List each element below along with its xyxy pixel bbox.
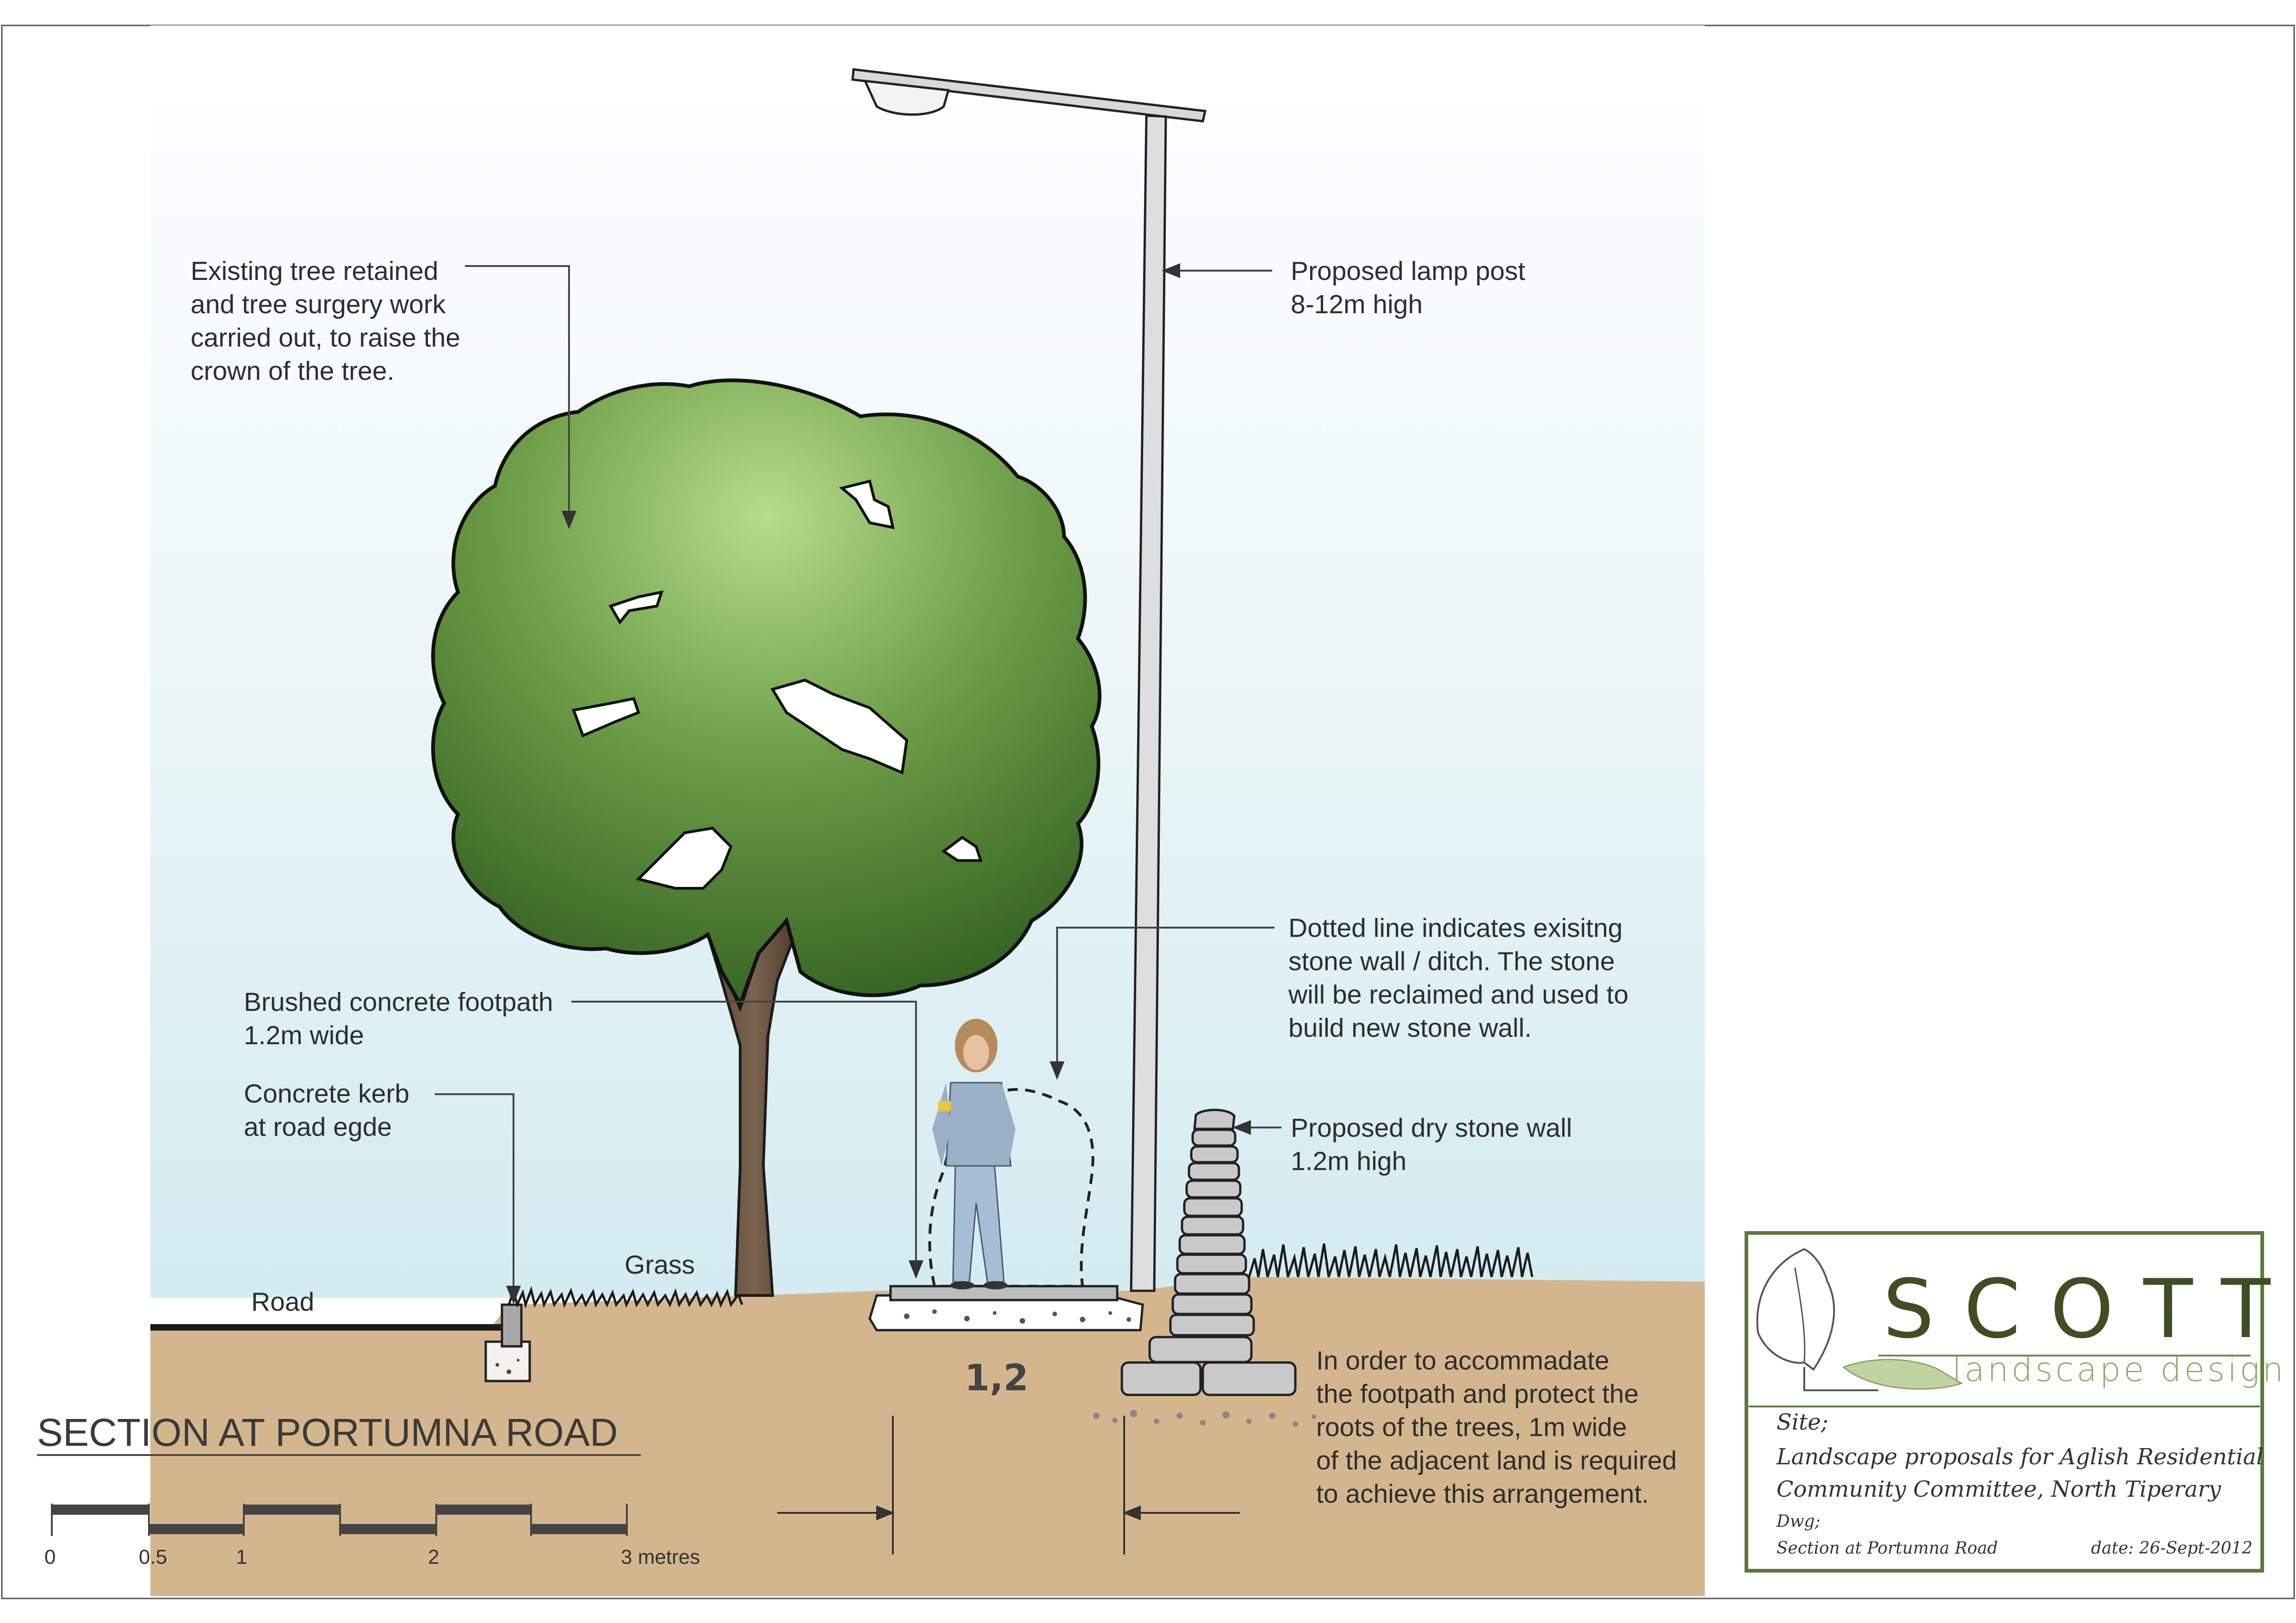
tree-crown-gaps: [571, 479, 983, 890]
stone-wall-annotation-line: Proposed dry stone wall: [1291, 1113, 1572, 1143]
person-figure: [932, 1019, 1015, 1289]
lamp-annotation-line: 8-12m high: [1291, 290, 1423, 319]
kerb-annotation-line: at road egde: [244, 1112, 392, 1142]
kerb-annotation-line: Concrete kerb: [244, 1079, 409, 1109]
annotation-leaders: [435, 263, 1281, 1304]
tree-crown: [431, 378, 1102, 1009]
scott-leaf-logo: [1756, 1248, 1963, 1391]
concrete-kerb: [484, 1303, 531, 1382]
grass-label: Grass: [625, 1250, 695, 1280]
land-annotation-line: roots of the trees, 1m wide: [1316, 1412, 1627, 1442]
dotted-line-annotation-line: Dotted line indicates exisitng: [1288, 913, 1622, 943]
concrete-footpath: [868, 1285, 1144, 1332]
land-annotation-line: In order to accommadate: [1316, 1346, 1609, 1375]
dwg-label: Dwg;: [1776, 1512, 1820, 1531]
logo-wordmark: SCOTT: [1883, 1263, 2296, 1357]
dry-stone-wall: [1120, 1109, 1297, 1396]
lamp-annotation-line: Proposed lamp post: [1291, 256, 1525, 286]
stone-wall-annotation-line: 1.2m high: [1291, 1146, 1406, 1176]
footpath-dimension: [777, 1416, 1240, 1555]
tree-annotation-line: and tree surgery work: [191, 290, 446, 319]
footpath-annotation: Brushed concrete footpath 1.2m wide: [244, 987, 560, 1050]
site-label: Site;: [1776, 1409, 1828, 1435]
lamp-annotation: Proposed lamp post 8-12m high: [1291, 256, 1533, 319]
stone-wall-annotation: Proposed dry stone wall 1.2m high: [1291, 1113, 1579, 1176]
road-label: Road: [251, 1287, 314, 1317]
ground: [150, 1277, 1705, 1596]
dotted-line-annotation-line: will be reclaimed and used to: [1288, 980, 1628, 1010]
dwg-value: Section at Portumna Road: [1776, 1539, 1998, 1558]
scale-bar: [51, 1504, 628, 1536]
tree-annotation-line: crown of the tree.: [191, 356, 394, 386]
scale-label-3-metres: 3 metres: [621, 1546, 700, 1568]
existing-wall-dotted-outline: [928, 1088, 1095, 1288]
land-annotation-line: the footpath and protect the: [1316, 1379, 1639, 1409]
land-annotation-line: to achieve this arrangement.: [1316, 1479, 1649, 1509]
dotted-line-annotation-line: stone wall / ditch. The stone: [1288, 947, 1615, 976]
lamp-post: [851, 68, 1207, 1292]
logo-tagline: landscape design: [1952, 1350, 2286, 1389]
land-annotation-line: of the adjacent land is required: [1316, 1446, 1677, 1475]
land-annotation: In order to accommadate the footpath and…: [1316, 1346, 1684, 1509]
dotted-line-annotation: Dotted line indicates exisitng stone wal…: [1288, 913, 1636, 1043]
footpath-annotation-line: 1.2m wide: [244, 1021, 364, 1050]
drawing-date: date: 26-Sept-2012: [2091, 1539, 2253, 1558]
section-title: SECTION AT PORTUMNA ROAD: [37, 1411, 618, 1454]
grass-strip: [507, 1243, 1534, 1309]
scale-label-0: 0: [44, 1546, 56, 1568]
tree-annotation-line: carried out, to raise the: [191, 323, 460, 353]
scale-label-0-5: 0.5: [139, 1546, 167, 1568]
road-surface: [150, 1324, 507, 1331]
dotted-line-annotation-line: build new stone wall.: [1288, 1013, 1532, 1043]
kerb-annotation: Concrete kerb at road egde: [244, 1079, 417, 1142]
wall-rubble: [1093, 1410, 1316, 1427]
footpath-annotation-line: Brushed concrete footpath: [244, 987, 553, 1017]
site-description: Landscape proposals for Aglish Residenti…: [1776, 1444, 2271, 1502]
tree-annotation: Existing tree retained and tree surgery …: [191, 256, 468, 386]
scale-label-1: 1: [236, 1546, 247, 1568]
dimension-label: 1,2: [965, 1357, 1028, 1399]
site-description-line: Landscape proposals for Aglish Residenti…: [1776, 1444, 2263, 1470]
tree-annotation-line: Existing tree retained: [191, 256, 438, 286]
scale-label-2: 2: [428, 1546, 439, 1568]
site-description-line: Community Committee, North Tiperary: [1776, 1476, 2222, 1502]
title-block: [1745, 1231, 2264, 1573]
